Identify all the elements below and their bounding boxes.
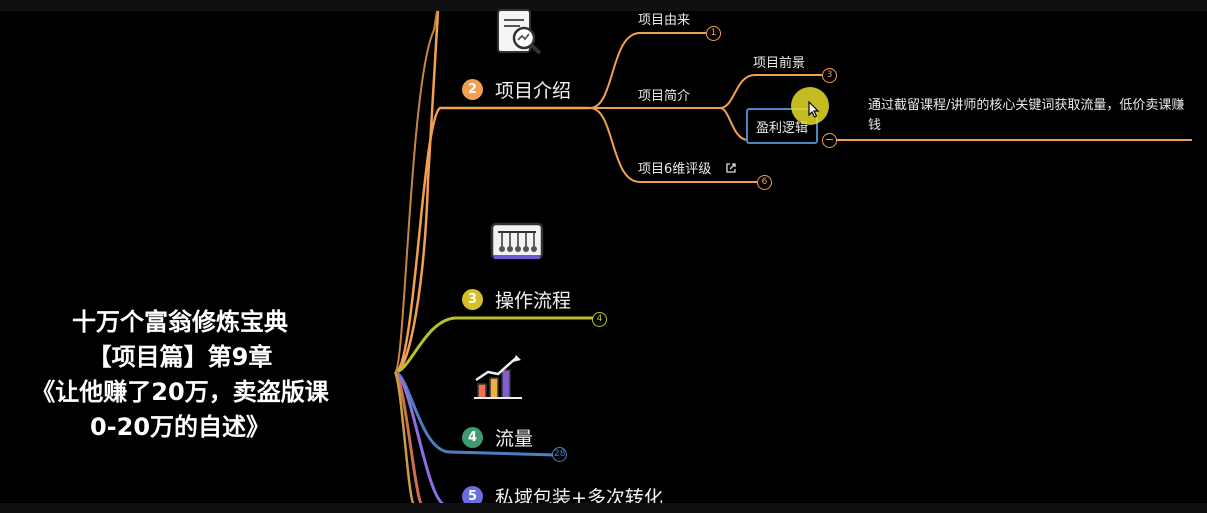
branch-project-intro[interactable]: 2 项目介绍 [462, 76, 571, 103]
branch-number-badge: 3 [462, 289, 483, 310]
root-title-line: 《让他赚了20万，卖盗版课 [31, 378, 329, 406]
branch-label: 项目介绍 [495, 80, 572, 102]
branch-label: 流量 [495, 428, 534, 450]
growth-chart-icon [474, 355, 522, 399]
node-profit-logic[interactable]: 盈利逻辑 [746, 108, 818, 144]
collapsed-count-badge[interactable]: 28 [552, 447, 568, 462]
external-link-icon[interactable] [725, 162, 737, 174]
branch-number-badge: 2 [462, 79, 483, 100]
node-project-rating[interactable]: 项目6维评级 [638, 158, 737, 177]
collapsed-count-badge[interactable]: 3 [822, 68, 837, 83]
top-bar [0, 0, 1207, 11]
branch-operation-flow[interactable]: 3 操作流程 [462, 286, 571, 313]
root-title-line: 十万个富翁修炼宝典 [72, 308, 288, 336]
root-topic[interactable]: 十万个富翁修炼宝典 【项目篇】第9章 《让他赚了20万，卖盗版课 0-20万的自… [0, 305, 360, 445]
branch-number-badge: 4 [462, 427, 483, 448]
branch-number-badge: 5 [462, 486, 483, 507]
node-project-prospect[interactable]: 项目前景 [753, 56, 806, 71]
collapsed-count-badge[interactable]: 4 [592, 312, 607, 327]
bottom-bar [0, 503, 1207, 513]
collapse-toggle-button[interactable]: − [822, 133, 837, 148]
node-project-summary[interactable]: 项目简介 [638, 89, 691, 104]
node-project-origin[interactable]: 项目由来 [638, 13, 691, 28]
mouse-pointer-icon [808, 101, 820, 118]
abacus-icon [490, 222, 544, 260]
root-title-line: 0-20万的自述》 [89, 413, 271, 441]
node-label: 项目6维评级 [638, 162, 712, 177]
collapsed-count-badge[interactable]: 1 [706, 26, 721, 41]
branch-traffic[interactable]: 4 流量 [462, 424, 533, 451]
root-title-line: 【项目篇】第9章 [87, 343, 273, 371]
node-profit-note[interactable]: 通过截留课程/讲师的核心关键词获取流量，低价卖课赚钱 [868, 98, 1185, 133]
branch-label: 操作流程 [495, 290, 572, 312]
node-label: 盈利逻辑 [755, 120, 808, 136]
collapsed-count-badge[interactable]: 6 [757, 175, 772, 190]
document-chart-icon [497, 9, 542, 55]
